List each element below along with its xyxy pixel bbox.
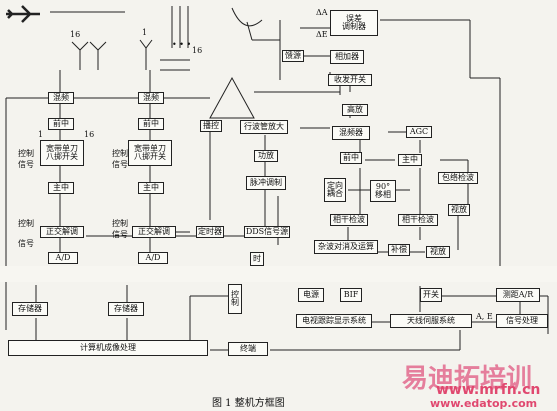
main-if-b: 主中 [138, 182, 164, 194]
mixer-b: 混频 [138, 92, 164, 104]
feed-source: 馈源 [282, 50, 304, 62]
signal-c: 信号 [18, 239, 34, 248]
envelope-detector: 包络检波 [438, 172, 478, 184]
high-power-amp: 高放 [342, 104, 368, 116]
figure-caption: 图 1 整机方框图 [212, 398, 285, 409]
power-amplifier: 功放 [254, 150, 278, 162]
storage-a: 存储器 [12, 302, 48, 316]
mixer-c: 混频器 [332, 126, 370, 140]
coherent-detector-1: 相干检波 [330, 214, 368, 226]
adc-b: A/D [138, 252, 168, 264]
delta-e-label: ΔE [316, 30, 328, 39]
count-16-top: 16 [70, 30, 81, 39]
adc-a: A/D [48, 252, 78, 264]
range-ar: 测距A/R [496, 288, 540, 302]
phase-shifter-90: 90° 移相 [370, 180, 396, 202]
twt-amplifier: 行波管放大 [240, 120, 288, 134]
terminal: 终端 [228, 342, 268, 356]
preamp-if-c: 前中 [340, 152, 362, 164]
rf-switch-a: 宽带单刀 八掷开关 [40, 140, 84, 166]
count-1-top: 1 [142, 28, 148, 37]
power-supply: 电源 [298, 288, 324, 302]
video-amp-2: 视放 [426, 246, 450, 258]
mixer-a: 混频 [48, 92, 74, 104]
bif: BIF [340, 288, 362, 302]
watermark-brand: 易迪拓培训 [402, 364, 533, 394]
directional-coupler: 定向 耦合 [324, 178, 346, 202]
antenna-icon [71, 41, 89, 70]
watermark-url-1: www.mrfn.cn [436, 382, 541, 398]
compensation: 补偿 [388, 244, 410, 256]
pulse-modulator: 脉冲调制 [246, 176, 286, 190]
ch16-label: 16 [84, 130, 95, 139]
switch-r: 开关 [420, 288, 442, 302]
video-amp-1: 视放 [448, 204, 470, 216]
control-c: 控制 [18, 219, 34, 228]
timer-2: 时 [250, 252, 264, 266]
control-signal-d: 控制 信号 [112, 219, 128, 239]
main-if-c: 主中 [398, 154, 422, 166]
aircraft-icon [6, 5, 40, 23]
preamp-if-b: 前中 [138, 118, 164, 130]
adder: 相加器 [330, 50, 364, 64]
antenna-icon [89, 41, 107, 70]
dds-source: DDS信号源 [244, 226, 290, 238]
control-vertical: 控 制 [228, 284, 242, 314]
antenna-icon [139, 39, 153, 70]
antenna-servo: 天线伺服系统 [390, 314, 472, 328]
control-signal-a: 控制 信号 [18, 149, 34, 169]
coherent-detector-2: 相干检波 [398, 214, 438, 226]
control-signal-b: 控制 信号 [112, 149, 128, 169]
quadrature-demod-b: 正交解调 [132, 226, 176, 238]
watermark-url-2: www.edatop.com [430, 397, 538, 410]
tv-tracking-display: 电视跟踪显示系统 [296, 314, 372, 328]
signal-processing: 信号处理 [496, 314, 548, 328]
tx-rx-switch: 收发开关 [328, 74, 372, 86]
radome-triangle [209, 76, 255, 119]
computer-imaging: 计算机成像处理 [8, 340, 208, 356]
delta-a-label: ΔA [316, 8, 328, 17]
preamp-if-a: 前中 [48, 118, 74, 130]
scan-control: 播控 [200, 120, 222, 132]
quadrature-demod-a: 正交解调 [40, 226, 84, 238]
agc: AGC [406, 126, 432, 138]
storage-b: 存储器 [108, 302, 144, 316]
dish-antenna-icon [231, 7, 263, 41]
count-16-right: 16 [192, 46, 203, 55]
main-if-a: 主中 [48, 182, 74, 194]
clutter-cancel: 杂波对消及运算 [314, 240, 378, 254]
timer: 定时器 [196, 226, 224, 238]
ch1-label: 1 [38, 130, 44, 139]
error-modulator: 误差 调制器 [330, 10, 378, 36]
dots-label: • • • [172, 40, 192, 49]
a-e-label: A, E [476, 312, 493, 321]
rf-switch-b: 宽带单刀 八掷开关 [128, 140, 172, 166]
